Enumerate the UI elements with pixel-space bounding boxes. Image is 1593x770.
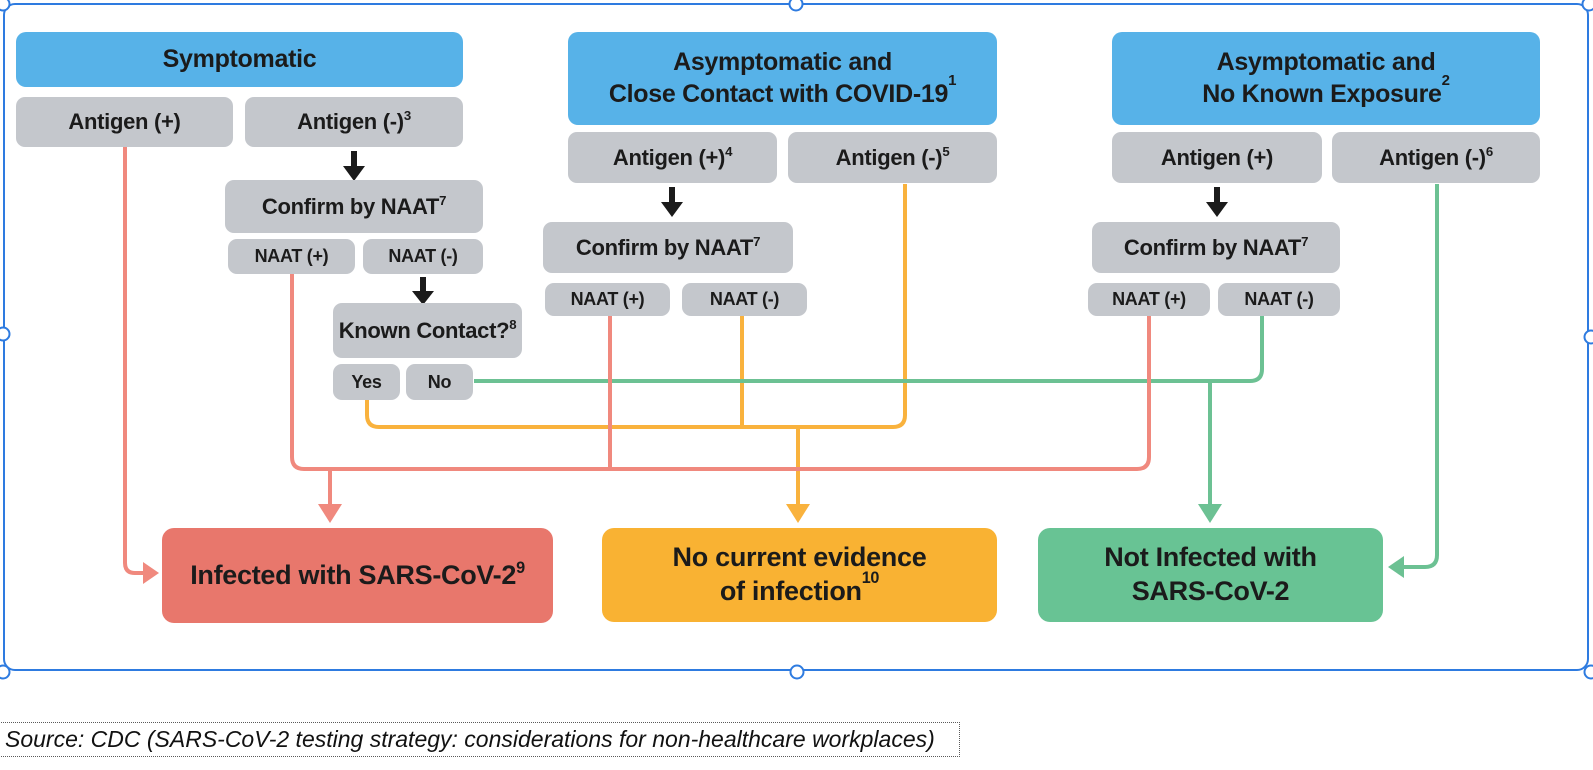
selection-handle-bottom-left[interactable] [0, 664, 11, 680]
green-arrowhead [1388, 556, 1404, 578]
outcome-not-infected-box: Not Infected with SARS-CoV-2 [1038, 528, 1383, 622]
no-exposure-antigen-negative-box: Antigen (-)6 [1332, 132, 1540, 183]
down-arrow-icon [1206, 202, 1228, 217]
symptomatic-naat-positive-box: NAAT (+) [228, 239, 355, 274]
orange-arrowhead [786, 504, 810, 523]
caption-text: Source: CDC (SARS-CoV-2 testing strategy… [5, 726, 935, 752]
selection-handle-top-left[interactable] [0, 0, 11, 12]
header-asymptomatic-no-exposure: Asymptomatic and No Known Exposure2 [1112, 32, 1540, 125]
close-contact-antigen-negative-box: Antigen (-)5 [788, 132, 997, 183]
no-box: No [406, 364, 473, 400]
selection-handle-bottom-center[interactable] [789, 664, 805, 680]
symptomatic-naat-negative-box: NAAT (-) [363, 239, 483, 274]
selection-handle-top-right[interactable] [1581, 0, 1593, 12]
close-contact-antigen-positive-box: Antigen (+)4 [568, 132, 777, 183]
no-exposure-naat-positive-box: NAAT (+) [1088, 283, 1210, 316]
close-contact-naat-positive-box: NAAT (+) [545, 283, 670, 316]
green-arrowhead [1198, 504, 1222, 523]
down-arrow-icon [412, 291, 434, 305]
green-connectors [474, 184, 1439, 578]
symptomatic-antigen-positive-box: Antigen (+) [16, 97, 233, 147]
down-arrow-icon [343, 166, 365, 181]
no-exposure-naat-negative-box: NAAT (-) [1218, 283, 1340, 316]
black-arrows [343, 151, 1228, 305]
red-arrowhead [143, 562, 159, 584]
symptomatic-antigen-negative-box: Antigen (-)3 [245, 97, 463, 147]
header-asymptomatic-close-contact: Asymptomatic and Close Contact with COVI… [568, 32, 997, 125]
red-arrowhead [318, 504, 342, 523]
known-contact-box: Known Contact?8 [333, 303, 522, 358]
down-arrow-icon [661, 202, 683, 217]
red-connectors [123, 147, 1151, 584]
selection-handle-right-middle[interactable] [1583, 329, 1593, 345]
orange-connectors [365, 184, 907, 523]
selection-handle-bottom-right[interactable] [1583, 664, 1593, 680]
close-contact-naat-negative-box: NAAT (-) [682, 283, 807, 316]
flowchart-image[interactable]: Symptomatic Antigen (+) Antigen (-)3 Con… [0, 0, 1593, 672]
selection-handle-left-middle[interactable] [0, 326, 11, 342]
selection-handle-top-center[interactable] [788, 0, 804, 12]
outcome-no-evidence-box: No current evidence of infection10 [602, 528, 997, 622]
yes-box: Yes [333, 364, 400, 400]
no-exposure-antigen-positive-box: Antigen (+) [1112, 132, 1322, 183]
caption-text-box[interactable]: Source: CDC (SARS-CoV-2 testing strategy… [0, 722, 960, 757]
header-symptomatic: Symptomatic [16, 32, 463, 87]
flowchart-connectors [123, 147, 1439, 584]
